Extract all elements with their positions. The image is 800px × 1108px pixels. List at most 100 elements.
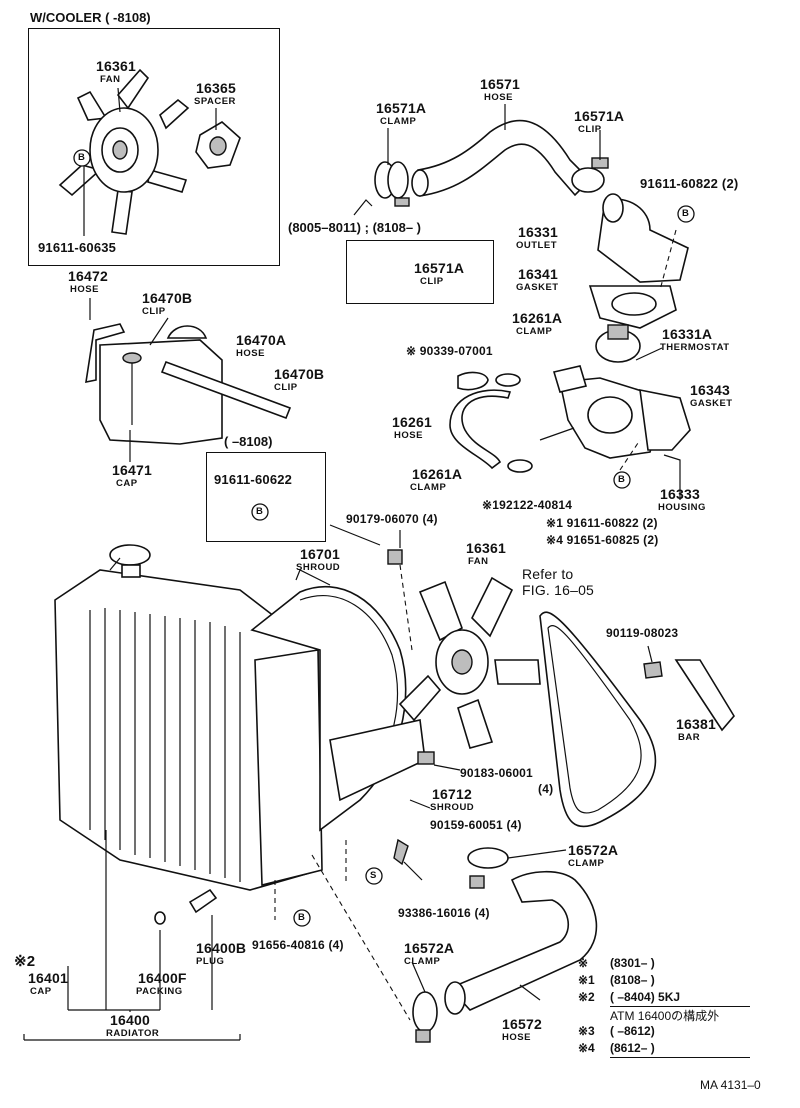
radiator-name: RADIATOR <box>106 1028 160 1039</box>
bolt-housing-1-number: ※1 91611-60822 (2) <box>546 516 658 530</box>
cap-radiator-name: CAP <box>30 986 52 997</box>
shroud-upper-number: 16701 <box>300 546 340 562</box>
clamp-upper-number: 16571A <box>376 100 427 116</box>
legend: ※ (8301– ) ※1 (8108– ) ※2 ( –8404) 5KJ A… <box>578 956 788 1060</box>
clip-overflow-name: CLIP <box>274 382 298 393</box>
fan-main-number: 16361 <box>466 540 506 556</box>
clamp-lower-top-number: 16572A <box>568 842 619 858</box>
legend-mark-4: ※3 <box>578 1024 595 1038</box>
alt-clip-box <box>346 240 494 304</box>
hose-bypass-number: 16261 <box>392 414 432 430</box>
bolt-cooler-number: 91611-60635 <box>38 240 117 255</box>
legend-mark-5: ※4 <box>578 1041 595 1055</box>
gasket-outlet-illustration <box>588 285 677 329</box>
legend-underline-2 <box>610 1006 750 1007</box>
clamp-lower-top-name: CLAMP <box>568 858 605 869</box>
clip-reservoir-number: 16470B <box>142 290 193 306</box>
clip-upper-number: 16571A <box>574 108 625 124</box>
clip-alt-number: 16571A <box>414 260 465 276</box>
diagram-code: MA 4131–0 <box>700 1078 761 1092</box>
marker-b-radiator-label: B <box>298 912 306 923</box>
bolt-93386-number: 93386-16016 (4) <box>398 906 490 920</box>
plug-90339-number: ※ 90339-07001 <box>406 344 493 358</box>
marker-b-alt-label: B <box>256 506 264 517</box>
fan-main-illustration <box>398 576 541 749</box>
clamp-bypass-bottom-number: 16261A <box>412 466 463 482</box>
legend-text-5: (8612– ) <box>610 1041 655 1055</box>
lower-clamp-illustrations <box>412 847 509 1043</box>
shroud-lower-number: 16712 <box>432 786 472 802</box>
packing-number: 16400F <box>138 970 187 986</box>
thermostat-illustration <box>595 324 641 363</box>
shroud-upper-name: SHROUD <box>296 562 341 573</box>
fan-cooler-name: FAN <box>100 74 121 85</box>
packing-illustration <box>154 911 166 925</box>
clip-shroud-number: 90183-06001 <box>460 766 533 780</box>
hose-reservoir-name: HOSE <box>70 284 99 295</box>
bar-number: 16381 <box>676 716 716 732</box>
cap-reservoir-number: 16471 <box>112 462 152 478</box>
gasket-outlet-name: GASKET <box>516 282 559 293</box>
cooler-box-title: W/COOLER ( -8108) <box>30 10 151 25</box>
alt-bolt-box-title: ( –8108) <box>224 434 273 449</box>
legend-mark-2: ※2 <box>578 990 595 1004</box>
fan-main-name: FAN <box>468 556 489 567</box>
reservoir-hoses-illustration <box>85 323 292 420</box>
housing-number: 16333 <box>660 486 700 502</box>
bypass-plug-illustration <box>457 371 489 391</box>
hose-overflow-number: 16470A <box>236 332 287 348</box>
bolt-91656-number: 91656-40816 (4) <box>252 938 344 952</box>
hose-reservoir-number: 16472 <box>68 268 108 284</box>
clip-alt-name: CLIP <box>420 276 444 287</box>
outlet-illustration <box>597 193 689 283</box>
legend-underline-5 <box>610 1057 750 1058</box>
gasket-housing-name: GASKET <box>690 398 733 409</box>
marker-b-outlet-label: B <box>682 208 690 219</box>
alt-clip-box-title: (8005–8011) ; (8108– ) <box>288 220 421 235</box>
lower-hose-illustration <box>444 870 598 1015</box>
cooler-box <box>28 28 280 266</box>
hose-lower-number: 16572 <box>502 1016 542 1032</box>
hose-bypass-name: HOSE <box>394 430 423 441</box>
cap-radiator-number: 16401 <box>28 970 68 986</box>
clamp-lower-bottom-number: 16572A <box>404 940 455 956</box>
bypass-hose-illustration <box>449 389 512 470</box>
spacer-name: SPACER <box>194 96 236 107</box>
legend-text-3: ATM 16400の構成外 <box>610 1009 720 1023</box>
bypass-clamp-illustrations <box>495 373 533 473</box>
legend-text-1: (8108– ) <box>610 973 655 987</box>
hose-upper-name: HOSE <box>484 92 513 103</box>
spacer-number: 16365 <box>196 80 236 96</box>
spacer-illustration <box>195 121 241 169</box>
outlet-name: OUTLET <box>516 240 557 251</box>
fan-cooler-number: 16361 <box>96 58 136 74</box>
bar-name: BAR <box>678 732 701 743</box>
bolt-outlet-number: 91611-60822 (2) <box>640 176 739 191</box>
bar-illustration <box>643 659 735 732</box>
legend-mark-1: ※1 <box>578 973 595 987</box>
clamp-lower-bottom-name: CLAMP <box>404 956 441 967</box>
packing-name: PACKING <box>136 986 183 997</box>
cap-reservoir-name: CAP <box>116 478 138 489</box>
upper-hose-illustration <box>411 119 592 197</box>
gasket-outlet-number: 16341 <box>518 266 558 282</box>
bolt-housing-4-number: ※4 91651-60825 (2) <box>546 533 659 547</box>
bolt-alt-number: 91611-60622 <box>214 472 293 487</box>
legend-text-2: ( –8404) 5KJ <box>610 990 681 1004</box>
outlet-number: 16331 <box>518 224 558 240</box>
thermostat-number: 16331A <box>662 326 713 342</box>
refer-line1: Refer to <box>522 566 574 582</box>
clamp-bypass-bottom-name: CLAMP <box>410 482 447 493</box>
alt-bolt-box <box>206 452 326 542</box>
legend-text-0: (8301– ) <box>610 956 655 970</box>
clamp-bypass-top-name: CLAMP <box>516 326 553 337</box>
plug-name: PLUG <box>196 956 225 967</box>
bolt-bar-number: 90119-08023 <box>606 626 679 640</box>
housing-name: HOUSING <box>658 502 706 513</box>
reservoir-illustration <box>99 325 223 445</box>
belt-illustration <box>539 611 657 828</box>
hose-overflow-name: HOSE <box>236 348 265 359</box>
clamp-bypass-top-number: 16261A <box>512 310 563 326</box>
clip-shroud-qty: (4) <box>538 782 554 796</box>
